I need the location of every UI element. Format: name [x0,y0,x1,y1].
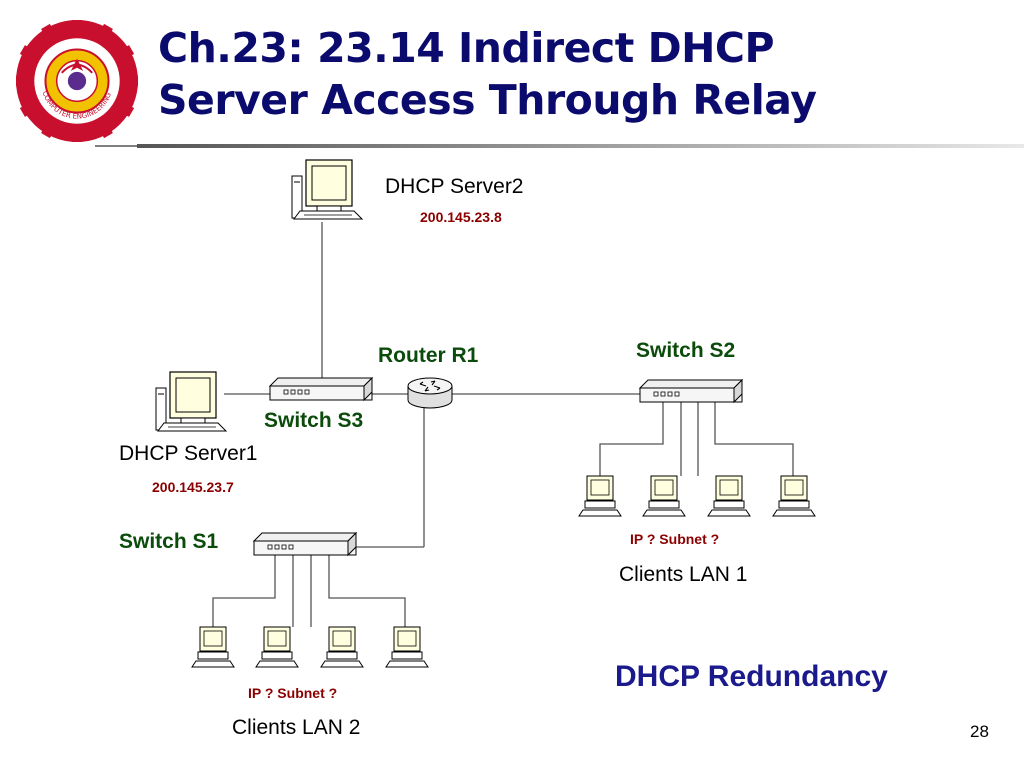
switch-s2-label: Switch S2 [636,339,736,362]
lan1-pc-2-icon [642,475,686,517]
title-rule [137,144,1024,148]
lan2-pc-1-icon [191,626,235,668]
lan2-ip-label: IP ? Subnet ? [248,685,338,701]
title-rule-dark [95,145,137,147]
router-r1-icon [407,377,453,409]
lan2-label: Clients LAN 2 [232,716,361,739]
switch-s3-icon [269,377,373,401]
switch-s1-icon [253,532,357,556]
lan1-pc-1-icon [578,475,622,517]
title-line-2: Server Access Through Relay [158,76,817,124]
lan1-ip-label: IP ? Subnet ? [630,531,720,547]
dhcp-server1-icon [155,371,227,432]
lan2-pc-4-icon [385,626,429,668]
title-line-1: Ch.23: 23.14 Indirect DHCP [158,24,775,72]
switch-s2-icon [639,379,743,403]
lan1-pc-3-icon [707,475,751,517]
lan2-pc-2-icon [255,626,299,668]
switch-s3-label: Switch S3 [264,409,364,432]
dhcp-server2-icon [291,159,363,220]
lan2-pc-3-icon [320,626,364,668]
dhcp-server2-label: DHCP Server2 [385,175,524,198]
page-number: 28 [970,722,989,741]
dhcp-server2-ip: 200.145.23.8 [420,209,502,225]
dhcp-server1-label: DHCP Server1 [119,442,258,465]
university-seal-icon: COMPUTER ENGINEERING [16,20,138,142]
router-r1-label: Router R1 [378,344,479,367]
slide-title: Ch.23: 23.14 Indirect DHCP Server Access… [158,22,817,126]
switch-s1-label: Switch S1 [119,530,219,553]
dhcp-server1-ip: 200.145.23.7 [152,479,234,495]
lan1-label: Clients LAN 1 [619,563,748,586]
lan1-pc-4-icon [772,475,816,517]
network-links [212,222,794,627]
dhcp-redundancy-note: DHCP Redundancy [615,660,888,693]
